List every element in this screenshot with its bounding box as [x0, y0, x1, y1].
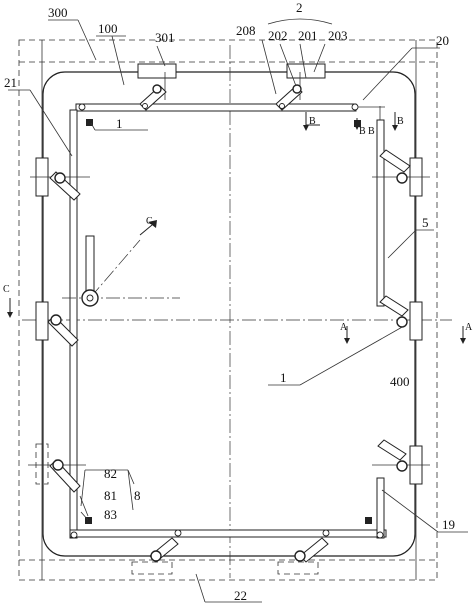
right-clamps: [372, 149, 430, 485]
section-c-diag: C: [146, 216, 153, 227]
leader-lines: [8, 18, 468, 603]
latch-blocks: [85, 119, 372, 524]
section-a-left: A: [340, 322, 348, 333]
inner-frame: [69, 103, 387, 539]
label-8: 8: [134, 488, 141, 503]
section-b-mid2: B: [368, 126, 375, 137]
label-82: 82: [104, 466, 117, 481]
label-300: 300: [48, 5, 68, 20]
door-panel-outline: [42, 71, 416, 557]
label-1-bottom: 1: [280, 370, 287, 385]
top-blocks: [137, 63, 326, 79]
label-81: 81: [104, 488, 117, 503]
label-400: 400: [390, 374, 410, 389]
label-201: 201: [298, 28, 318, 43]
label-203: 203: [328, 28, 348, 43]
section-c-left: C: [3, 284, 10, 295]
left-clamps: [28, 157, 90, 493]
section-b-left: B: [309, 116, 316, 127]
section-a-right: A: [465, 322, 473, 333]
label-5: 5: [422, 215, 429, 230]
label-19: 19: [442, 517, 455, 532]
label-1-top: 1: [116, 116, 123, 131]
center-handle: [62, 235, 180, 307]
label-20: 20: [436, 33, 449, 48]
section-arrows: [7, 112, 466, 344]
bottom-clamps: [131, 529, 330, 575]
label-208: 208: [236, 23, 256, 38]
label-22: 22: [234, 588, 247, 603]
centerlines: [22, 45, 452, 578]
label-202: 202: [268, 28, 288, 43]
label-301: 301: [155, 30, 175, 45]
top-clamps: [78, 72, 359, 111]
label-2: 2: [296, 0, 303, 15]
section-b-right: B: [397, 116, 404, 127]
section-b-mid1: B: [359, 126, 366, 137]
label-100: 100: [98, 21, 118, 36]
label-83: 83: [104, 507, 117, 522]
label-21: 21: [4, 75, 17, 90]
